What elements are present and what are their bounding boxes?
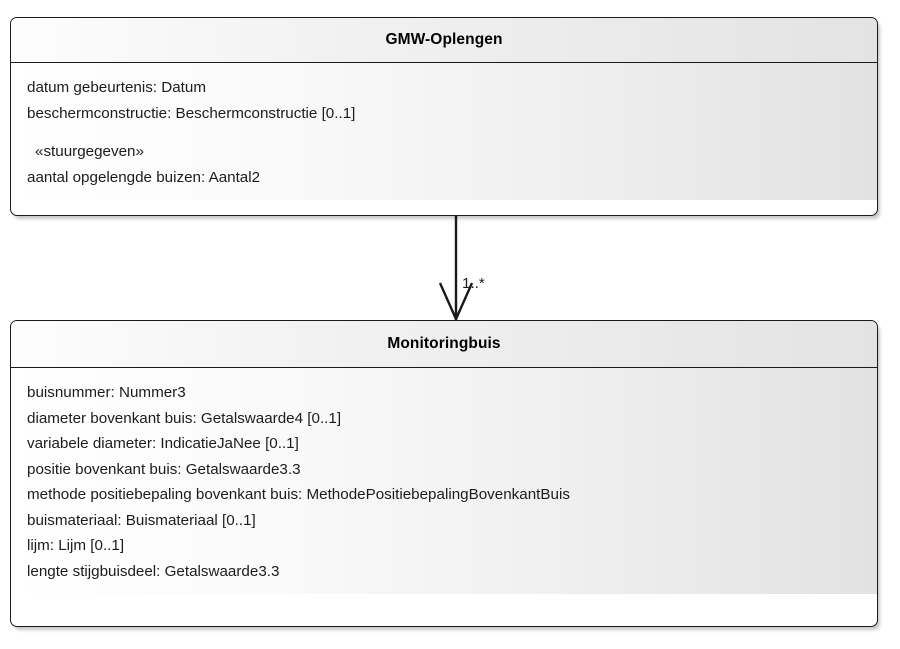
association-multiplicity-label: 1..* (462, 275, 485, 292)
class-attribute: aantal opgelengde buizen: Aantal2 (27, 168, 261, 186)
class-title-monitoringbuis: Monitoringbuis (387, 335, 501, 353)
class-attribute: methode positiebepaling bovenkant buis: … (27, 486, 570, 503)
class-header-monitoringbuis: Monitoringbuis (11, 321, 877, 368)
class-attribute: diameter bovenkant buis: Getalswaarde4 [… (27, 409, 342, 427)
class-attribute: buisnummer: Nummer3 (27, 384, 186, 401)
class-attribute: variabele diameter: IndicatieJaNee [0..1… (27, 435, 299, 452)
class-attribute-stereotype: «stuurgegeven» (35, 143, 144, 160)
class-attribute: buismateriaal: Buismateriaal [0..1] (27, 511, 256, 529)
class-attributes-gmw-oplengen: datum gebeurtenis: Datum beschermconstru… (11, 63, 877, 200)
class-title-gmw-oplengen: GMW-Oplengen (385, 31, 503, 49)
uml-class-monitoringbuis[interactable]: Monitoringbuis buisnummer: Nummer3 diame… (10, 320, 878, 627)
class-attribute: lijm: Lijm [0..1] (27, 537, 125, 554)
class-attribute: lengte stijgbuisdeel: Getalswaarde3.3 (27, 562, 280, 580)
class-attribute: beschermconstructie: Beschermconstructie… (27, 104, 356, 122)
class-attributes-monitoringbuis: buisnummer: Nummer3 diameter bovenkant b… (11, 368, 877, 594)
uml-class-gmw-oplengen[interactable]: GMW-Oplengen datum gebeurtenis: Datum be… (10, 17, 878, 216)
class-attribute: datum gebeurtenis: Datum (27, 79, 206, 96)
class-header-gmw-oplengen: GMW-Oplengen (11, 18, 877, 63)
class-attribute: positie bovenkant buis: Getalswaarde3.3 (27, 460, 301, 478)
